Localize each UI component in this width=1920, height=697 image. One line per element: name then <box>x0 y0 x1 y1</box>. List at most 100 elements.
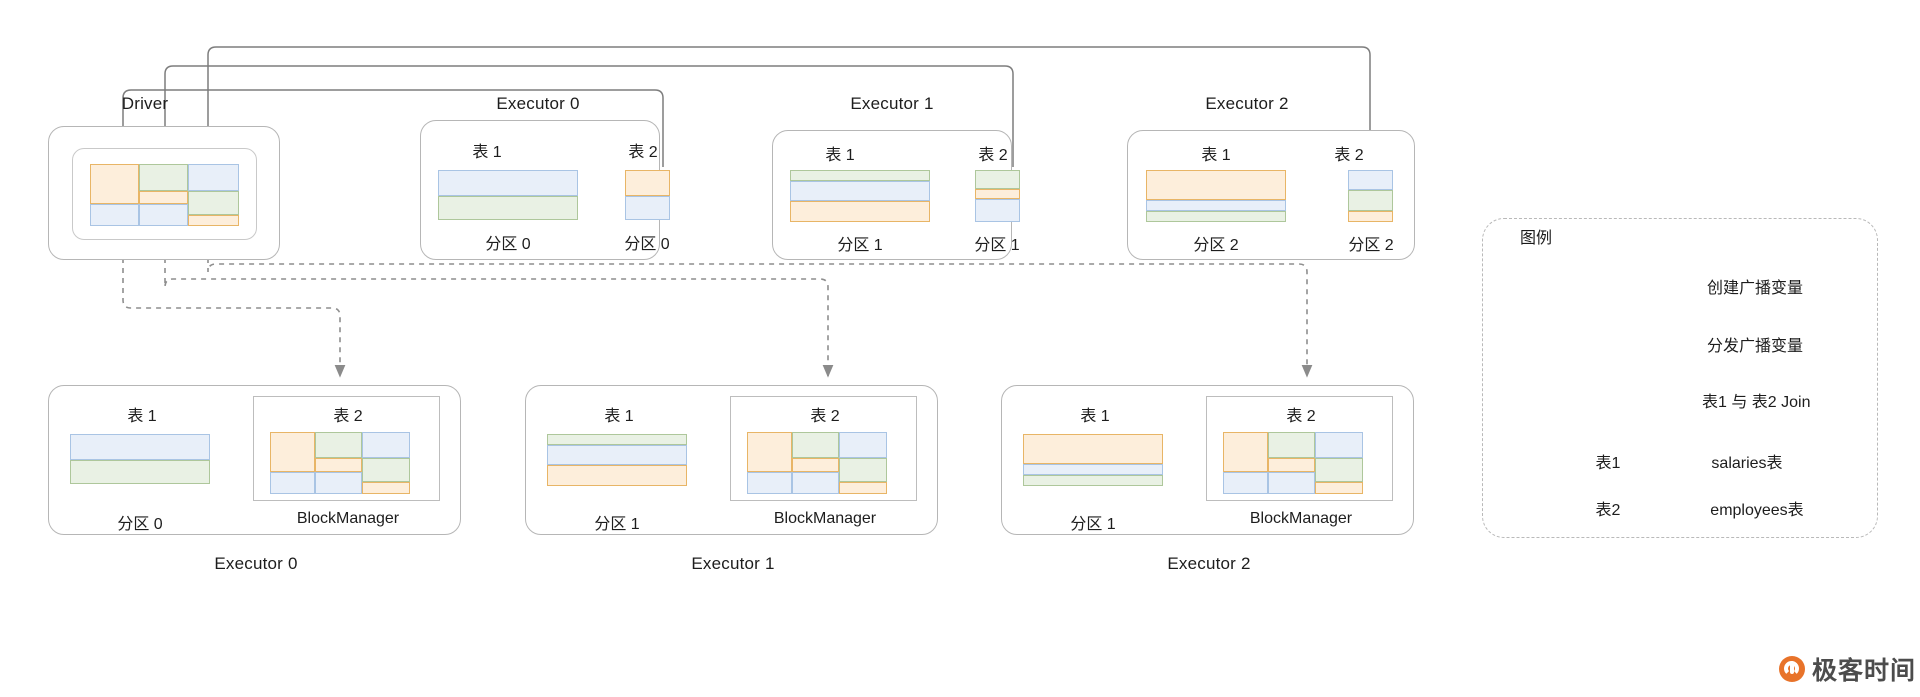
top-executor-0-label: Executor 0 <box>496 94 580 113</box>
cell-orange-2 <box>362 482 410 494</box>
cell-green-1 <box>362 458 410 482</box>
cell-green <box>70 460 210 484</box>
bot-exec1-t1-partition: 分区 1 <box>594 516 640 533</box>
cell-orange-1 <box>315 458 362 472</box>
bot-exec1-t1-caption: 表 1 <box>604 408 634 425</box>
top-exec1-t2-caption: 表 2 <box>978 147 1008 164</box>
legend-box <box>1482 218 1878 538</box>
cell-orange-0 <box>747 432 792 472</box>
top-exec1-t2-partition: 分区 1 <box>974 237 1020 254</box>
cell-green <box>438 196 578 220</box>
cell-blue <box>1348 170 1393 190</box>
cell-green <box>1348 190 1393 211</box>
bot-exec0-t1-caption: 表 1 <box>127 408 157 425</box>
geekbang-logo-icon <box>1779 656 1805 682</box>
legend-row-0-text: 创建广播变量 <box>1707 280 1804 297</box>
driver-cell-blue-2 <box>139 204 188 226</box>
driver-cell-green-0 <box>139 164 188 191</box>
legend-row-2-text: 表1 与 表2 Join <box>1702 394 1811 411</box>
top-exec1-t1-partition: 分区 1 <box>837 237 883 254</box>
bot-exec0-t2-caption: 表 2 <box>333 408 363 425</box>
bottom-executor-1-label: Executor 1 <box>691 554 775 573</box>
distribute-broadcast-wires <box>122 258 1313 378</box>
cell-orange <box>547 465 687 486</box>
cell-green <box>975 170 1020 189</box>
top-exec1-t1-caption: 表 1 <box>825 147 855 164</box>
driver-cell-orange-1 <box>139 191 188 204</box>
driver-cell-green-1 <box>188 191 239 215</box>
cell-green-0 <box>792 432 839 458</box>
cell-green-1 <box>1315 458 1363 482</box>
driver-cell-blue-1 <box>90 204 139 226</box>
cell-green <box>1023 475 1163 486</box>
cell-orange <box>625 170 670 196</box>
top-exec2-t2-caption: 表 2 <box>1334 147 1364 164</box>
cell-orange-1 <box>1268 458 1315 472</box>
legend-pair-0-right: salaries表 <box>1711 455 1783 472</box>
bot-exec2-t1-caption: 表 1 <box>1080 408 1110 425</box>
legend-pair-1-left: 表2 <box>1595 502 1621 519</box>
watermark: 极客时间 <box>1779 651 1916 687</box>
cell-blue <box>438 170 578 196</box>
cell-green-1 <box>839 458 887 482</box>
cell-blue-0 <box>362 432 410 458</box>
cell-green-0 <box>1268 432 1315 458</box>
cell-orange <box>790 201 930 222</box>
legend-row-1-text: 分发广播变量 <box>1707 338 1804 355</box>
top-executor-2-label: Executor 2 <box>1205 94 1289 113</box>
cell-blue-1 <box>747 472 792 494</box>
bot-exec2-t1-partition: 分区 1 <box>1070 516 1116 533</box>
cell-blue <box>547 445 687 465</box>
cell-blue <box>70 434 210 460</box>
cell-orange-0 <box>1223 432 1268 472</box>
bot-exec1-t2-caption: 表 2 <box>810 408 840 425</box>
bottom-executor-2-label: Executor 2 <box>1167 554 1251 573</box>
cell-orange <box>1023 434 1163 464</box>
cell-blue <box>1023 464 1163 475</box>
top-exec0-t1-partition: 分区 0 <box>485 236 531 253</box>
cell-blue-0 <box>839 432 887 458</box>
cell-blue-2 <box>792 472 839 494</box>
cell-green <box>790 170 930 181</box>
top-executor-1-label: Executor 1 <box>850 94 934 113</box>
cell-blue <box>1146 200 1286 211</box>
cell-orange <box>1146 170 1286 200</box>
cell-blue-1 <box>1223 472 1268 494</box>
driver-cell-orange-0 <box>90 164 139 204</box>
top-exec2-t1-partition: 分区 2 <box>1193 237 1239 254</box>
legend-title: 图例 <box>1520 230 1553 247</box>
cell-orange <box>975 189 1020 199</box>
bot-exec2-blockmanager-label: BlockManager <box>1249 510 1353 527</box>
cell-blue-2 <box>315 472 362 494</box>
cell-orange-2 <box>839 482 887 494</box>
cell-orange-1 <box>792 458 839 472</box>
cell-blue <box>790 181 930 201</box>
cell-blue-2 <box>1268 472 1315 494</box>
driver-cell-orange-2 <box>188 215 239 226</box>
cell-green <box>1146 211 1286 222</box>
legend-pair-1-right: employees表 <box>1710 502 1804 519</box>
top-exec2-t1-caption: 表 1 <box>1201 147 1231 164</box>
top-exec0-t2-partition: 分区 0 <box>624 236 670 253</box>
bot-exec0-blockmanager-label: BlockManager <box>296 510 400 527</box>
top-exec0-t1-caption: 表 1 <box>472 144 502 161</box>
cell-orange-0 <box>270 432 315 472</box>
top-exec2-t2-partition: 分区 2 <box>1348 237 1394 254</box>
bottom-executor-0-label: Executor 0 <box>214 554 298 573</box>
cell-green <box>547 434 687 445</box>
watermark-text: 极客时间 <box>1812 656 1917 685</box>
driver-cell-blue-0 <box>188 164 239 191</box>
cell-orange-2 <box>1315 482 1363 494</box>
driver-label: Driver <box>121 94 169 113</box>
cell-blue <box>625 196 670 220</box>
cell-green-0 <box>315 432 362 458</box>
cell-blue-0 <box>1315 432 1363 458</box>
bot-exec0-t1-partition: 分区 0 <box>117 516 163 533</box>
bot-exec1-blockmanager-label: BlockManager <box>773 510 877 527</box>
legend-pair-0-left: 表1 <box>1595 455 1621 472</box>
cell-blue <box>975 199 1020 222</box>
top-exec0-t2-caption: 表 2 <box>628 144 658 161</box>
cell-orange <box>1348 211 1393 222</box>
cell-blue-1 <box>270 472 315 494</box>
